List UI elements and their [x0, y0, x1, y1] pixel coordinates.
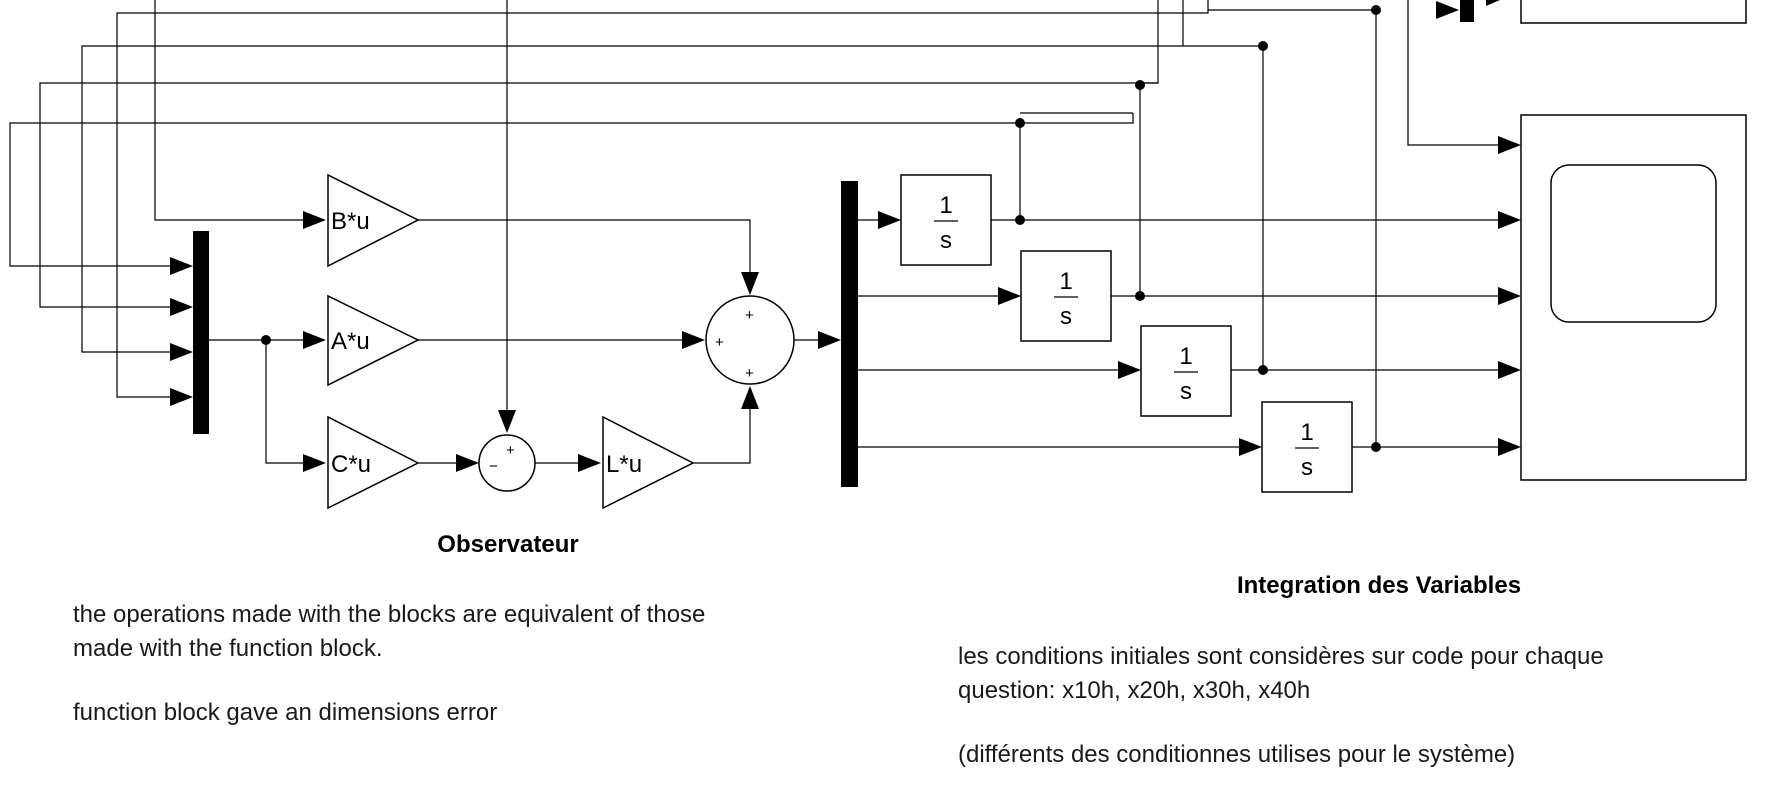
gain-l-label: L*u: [606, 451, 642, 478]
input-mux[interactable]: [193, 231, 209, 434]
feedback-wire-x3: [81, 0, 1184, 353]
sum-sign-bottom: +: [745, 365, 754, 382]
integrator-2-den: s: [1060, 303, 1072, 330]
observer-title: Observateur: [437, 531, 578, 558]
b-out-wire: [418, 219, 751, 272]
feedback-wire-x4: [116, 0, 1209, 398]
feedback-wire-u: [154, 0, 315, 221]
integrator-1-num: 1: [939, 192, 952, 219]
branch-dot-x3-top: [1258, 41, 1268, 51]
sum-top-arrow: [741, 272, 759, 295]
branch-dot-x4-top: [1371, 5, 1381, 15]
integration-title: Integration des Variables: [1237, 572, 1521, 599]
right-note-line-3: (différents des conditionnes utilises po…: [958, 741, 1516, 768]
int-2-in-arrow: [998, 287, 1021, 305]
integrator-4-num: 1: [1300, 419, 1313, 446]
gain-b-label: B*u: [331, 208, 370, 235]
demux-in-arrow: [818, 331, 841, 349]
subtract-minus-sign: −: [489, 458, 498, 475]
integrator-4[interactable]: [1261, 401, 1353, 493]
scope-in-arrow-3: [1498, 361, 1521, 379]
left-note: the operations made with the blocks are …: [73, 598, 705, 730]
integrator-2-num: 1: [1059, 268, 1072, 295]
scope-in-arrow-0: [1498, 136, 1521, 154]
branch-dot-x1-top: [1015, 118, 1025, 128]
sum-sign-top: +: [745, 307, 754, 324]
int-1-in-arrow: [878, 211, 901, 229]
sum-left-arrow: [682, 331, 705, 349]
feedback-wires: [9, 0, 1376, 425]
mux-in-arrow-3: [170, 343, 193, 361]
subtract-in-arrow: [456, 454, 479, 472]
mux-in-arrow-4: [170, 388, 193, 406]
integrator-4-den: s: [1301, 454, 1313, 481]
left-note-line-2: made with the function block.: [73, 635, 383, 662]
left-note-line-1: the operations made with the blocks are …: [73, 601, 706, 628]
branch-dot-x2-top: [1135, 80, 1145, 90]
top-block-in-arrow: [1486, 0, 1500, 6]
c-in-arrow: [303, 454, 326, 472]
gain-b-block[interactable]: [327, 173, 420, 268]
feedback-wire-x1: [9, 113, 1134, 267]
top-block[interactable]: [1520, 0, 1747, 24]
integrator-3[interactable]: [1140, 325, 1232, 417]
integrator-2[interactable]: [1020, 250, 1112, 342]
integrator-3-den: s: [1180, 378, 1192, 405]
subtract-plus-sign: +: [506, 442, 515, 459]
right-note: les conditions initiales sont considères…: [958, 640, 1604, 772]
gain-a-label: A*u: [331, 328, 370, 355]
mux-in-arrow-2: [170, 298, 193, 316]
scope-top-wire: [1407, 0, 1498, 146]
mux-to-c-wire: [265, 340, 305, 464]
sum-sign-left: +: [715, 334, 724, 351]
scope-in-arrow-4: [1498, 438, 1521, 456]
mux-in-arrow-1: [170, 257, 193, 275]
int-4-in-arrow: [1239, 438, 1262, 456]
left-note-line-3: function block gave an dimensions error: [73, 699, 498, 726]
feedback-wire-x2: [39, 0, 1159, 308]
int-3-in-arrow: [1118, 361, 1141, 379]
gain-c-block[interactable]: [327, 415, 420, 510]
right-note-line-1: les conditions initiales sont considères…: [958, 643, 1604, 670]
scope-screen: [1550, 164, 1717, 323]
top-mux-in-arrow: [1436, 1, 1459, 19]
subtract-top-arrow: [498, 410, 516, 433]
l-in-arrow: [578, 454, 601, 472]
right-note-line-2: question: x10h, x20h, x30h, x40h: [958, 677, 1311, 704]
b-in-arrow: [303, 211, 326, 229]
state-demux[interactable]: [841, 181, 858, 487]
integrator-1-den: s: [940, 227, 952, 254]
sum-bottom-arrow: [741, 386, 759, 409]
l-out-wire: [693, 409, 751, 464]
scope-in-arrow-1: [1498, 211, 1521, 229]
scope-in-arrow-2: [1498, 287, 1521, 305]
gain-c-label: C*u: [331, 451, 371, 478]
gain-a-block[interactable]: [327, 294, 420, 387]
top-mux[interactable]: [1460, 0, 1474, 22]
gain-l-block[interactable]: [602, 415, 695, 510]
integrator-3-num: 1: [1179, 343, 1192, 370]
a-in-arrow: [303, 331, 326, 349]
